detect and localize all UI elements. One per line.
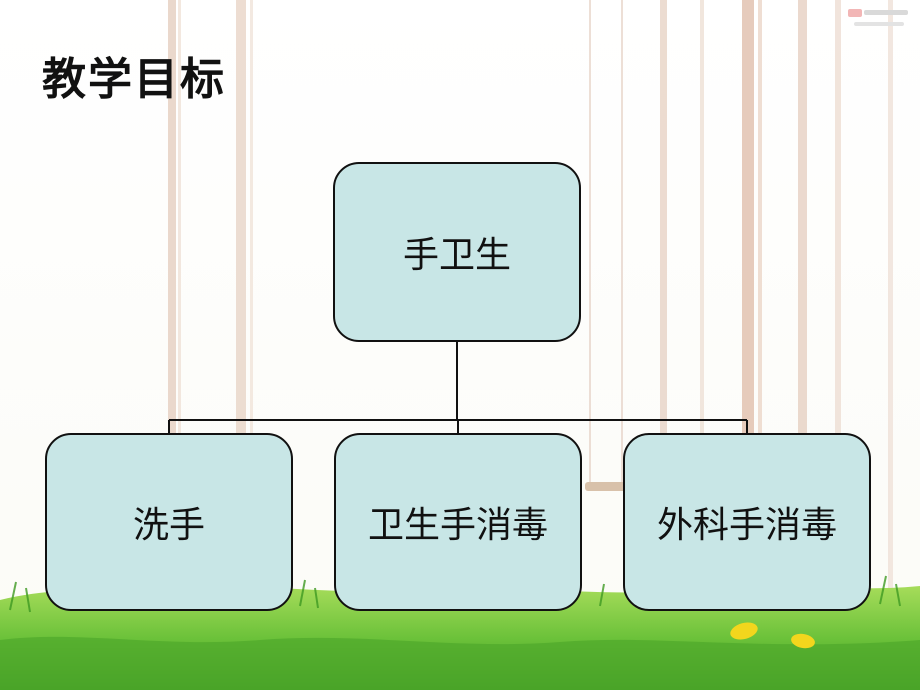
node-root-label: 手卫生 bbox=[402, 235, 511, 276]
node-root-hand-hygiene: 手卫生 bbox=[333, 162, 581, 342]
node-child-hygienic-disinfection: 卫生手消毒 bbox=[334, 433, 582, 611]
node-child-handwashing: 洗手 bbox=[45, 433, 293, 611]
node-child-label: 洗手 bbox=[132, 505, 205, 546]
flowers bbox=[730, 622, 815, 649]
node-child-surgical-disinfection: 外科手消毒 bbox=[623, 433, 871, 611]
swing bbox=[585, 0, 627, 491]
grass bbox=[0, 575, 920, 690]
node-child-label: 外科手消毒 bbox=[656, 505, 837, 546]
slide-title: 教学目标 bbox=[42, 54, 226, 105]
node-child-label: 卫生手消毒 bbox=[367, 505, 548, 546]
watermark-logo-icon bbox=[848, 9, 908, 26]
